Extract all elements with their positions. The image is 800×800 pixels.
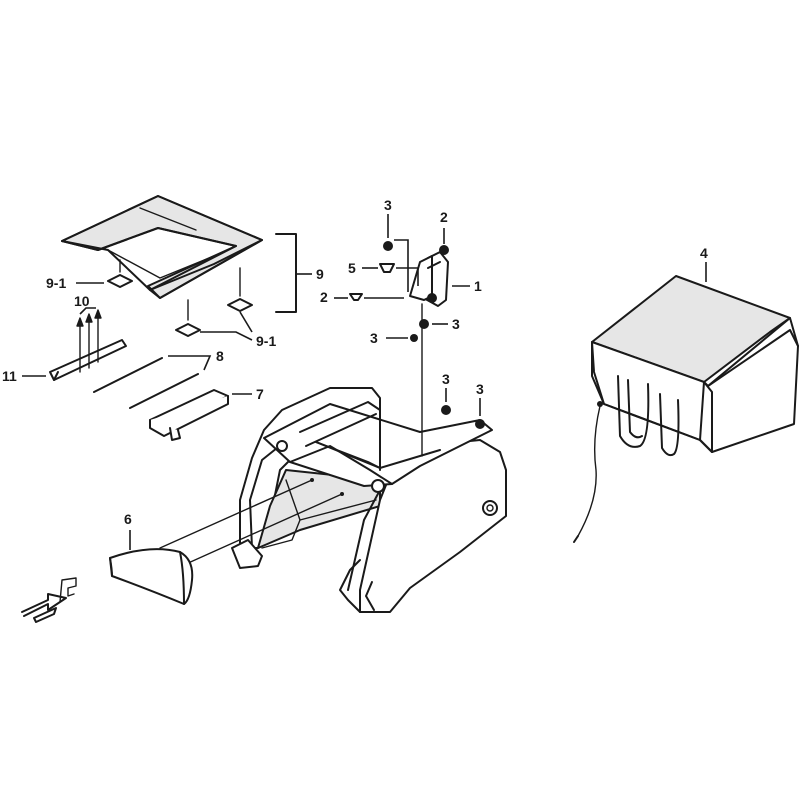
label-part-3-frame-a: 3 xyxy=(442,371,450,387)
label-part-9-1-right: 9-1 xyxy=(256,333,276,349)
bracket-9 xyxy=(275,233,297,313)
nut-part-3-right xyxy=(419,319,429,329)
hinge-assembly-part-1 xyxy=(409,251,449,307)
pad-square-9-1-right xyxy=(227,298,253,312)
screw-part-2-left xyxy=(349,293,363,301)
nut-part-3-frame-b xyxy=(475,419,485,429)
label-part-2-top: 2 xyxy=(440,209,448,225)
label-part-4: 4 xyxy=(700,245,708,261)
label-part-6: 6 xyxy=(124,511,132,527)
label-part-11: 11 xyxy=(2,368,17,384)
strips-part-8 xyxy=(93,357,199,409)
label-part-2-left: 2 xyxy=(320,289,328,305)
label-part-5: 5 xyxy=(348,260,356,276)
hinge-bracket-part-7 xyxy=(149,389,229,441)
front-direction-arrow-icon xyxy=(21,577,77,623)
label-part-3-top: 3 xyxy=(384,197,392,213)
seat-frame-body xyxy=(231,387,507,613)
nut-part-3-top xyxy=(383,241,393,251)
screw-part-5 xyxy=(379,263,395,273)
label-part-3-left: 3 xyxy=(370,330,378,346)
bolt-part-2-top xyxy=(439,245,449,255)
label-part-7: 7 xyxy=(256,386,264,402)
label-part-3-right: 3 xyxy=(452,316,460,332)
label-part-10: 10 xyxy=(74,293,90,309)
seat-bag-part-4 xyxy=(573,275,799,543)
nut-part-3-frame-a xyxy=(441,405,451,415)
label-part-9-1-left: 9-1 xyxy=(46,275,66,291)
front-pad-part-6 xyxy=(109,548,194,605)
label-part-9: 9 xyxy=(316,266,324,282)
pad-square-9-1-left xyxy=(107,274,133,288)
pad-square-9-1-bottom xyxy=(175,323,201,337)
label-part-8: 8 xyxy=(216,348,224,364)
nut-part-3-left xyxy=(410,334,418,342)
seat-mat-part-9 xyxy=(61,195,263,337)
rail-part-11 xyxy=(49,309,127,381)
label-part-1: 1 xyxy=(474,278,482,294)
label-part-3-frame-b: 3 xyxy=(476,381,484,397)
